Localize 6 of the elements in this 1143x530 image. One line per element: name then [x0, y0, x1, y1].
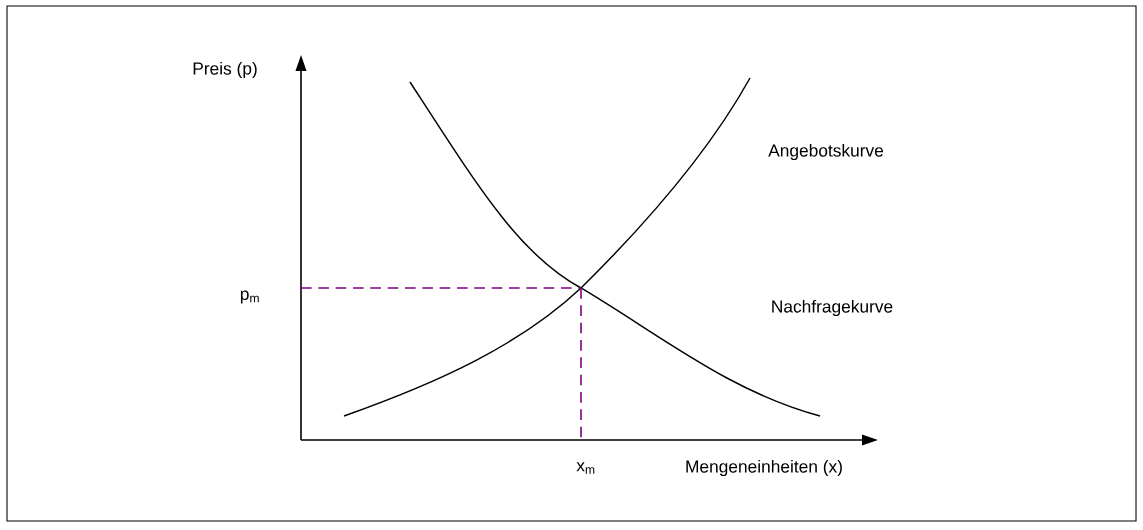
curve-label: Nachfragekurve	[772, 299, 893, 317]
tick-label: p$_{m}$	[240, 290, 259, 304]
tick-label: x$_{m}$	[576, 462, 595, 474]
axis-label: Mengeneinheiten (x)	[686, 459, 842, 477]
curve-label: Angebotskurve	[768, 143, 884, 161]
axis-label: Preis (p)	[193, 61, 257, 79]
